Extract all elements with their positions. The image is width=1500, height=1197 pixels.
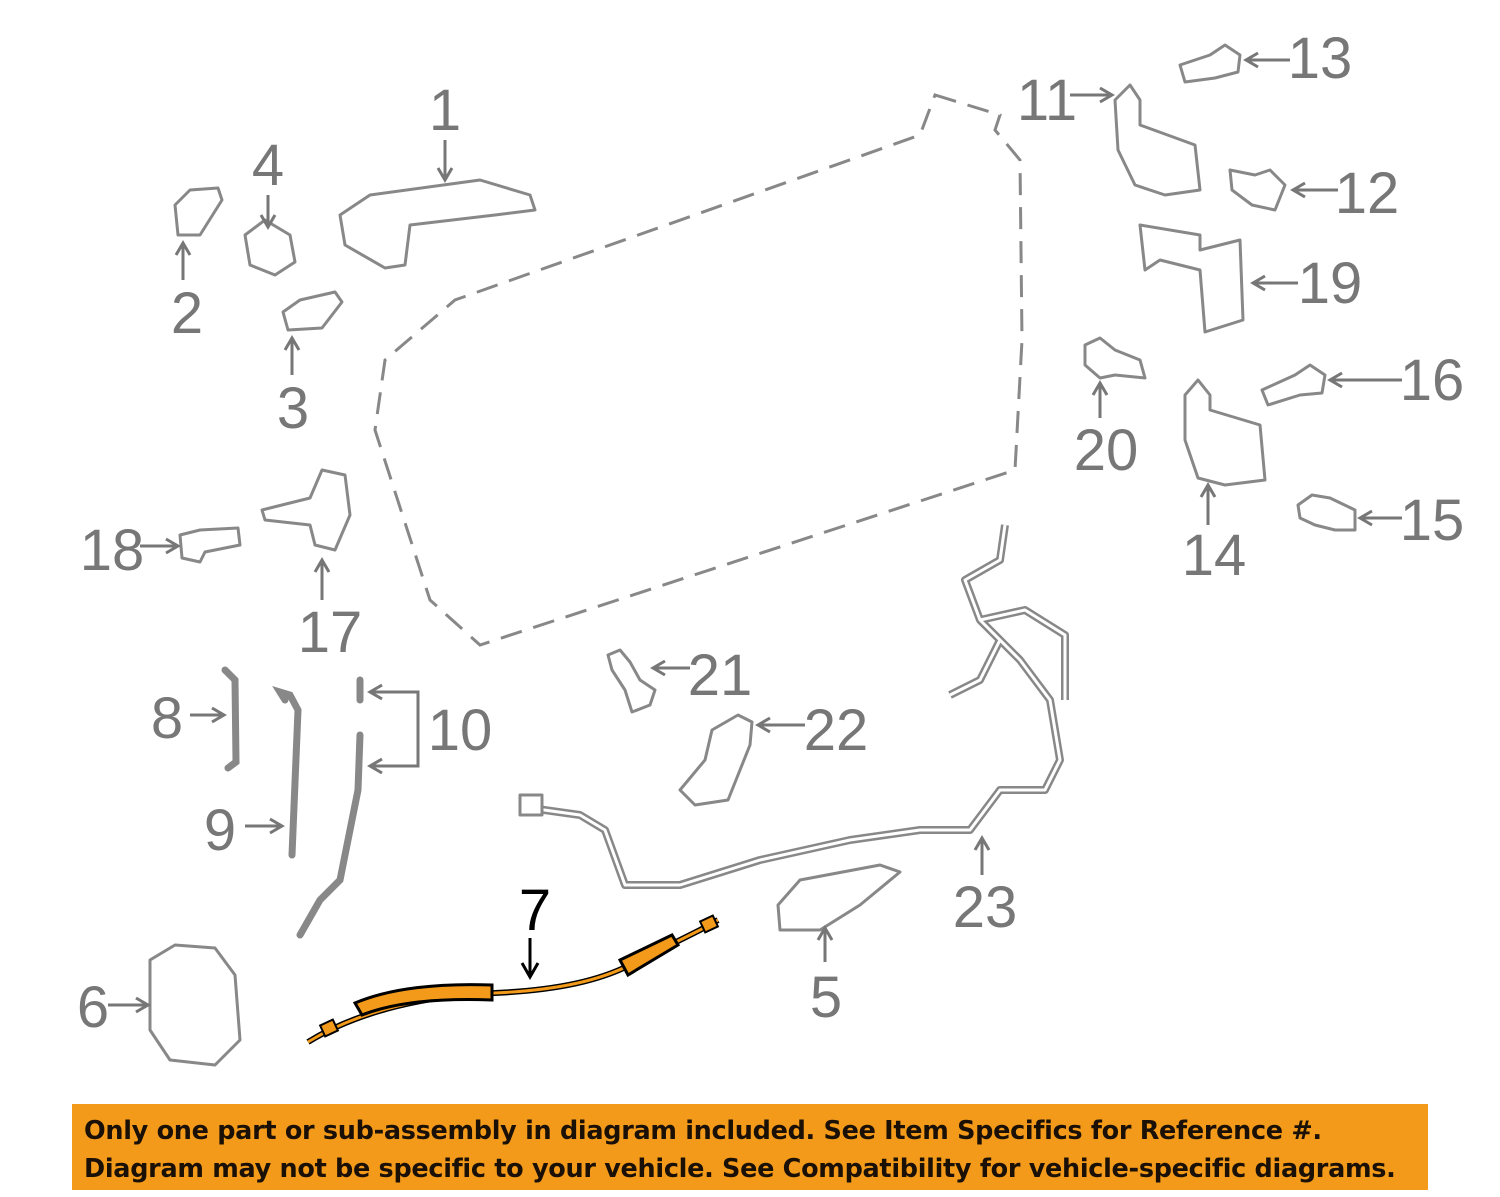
callout-16: 16 <box>1400 348 1465 413</box>
part-18-bolt[interactable] <box>178 526 242 564</box>
part-1-outer-handle[interactable] <box>338 178 537 270</box>
callout-1: 1 <box>429 78 461 143</box>
callout-2: 2 <box>171 281 203 346</box>
part-6-latch[interactable] <box>148 943 242 1067</box>
part-14-hinge[interactable] <box>1183 378 1267 487</box>
callout-11: 11 <box>1017 68 1077 133</box>
callout-23: 23 <box>953 875 1018 940</box>
part-13-bolt[interactable] <box>1178 43 1242 84</box>
part-2-cap[interactable] <box>173 186 224 237</box>
part-3-cover[interactable] <box>281 290 344 332</box>
part-19-check[interactable] <box>1138 223 1245 334</box>
part-22-bracket[interactable] <box>678 713 754 807</box>
callout-9: 9 <box>204 798 236 863</box>
callout-5: 5 <box>810 965 842 1030</box>
callout-12: 12 <box>1335 161 1400 226</box>
part-11-hinge[interactable] <box>1113 83 1202 197</box>
leader-arrows <box>108 51 1402 1014</box>
part-4-cylinder[interactable] <box>243 218 297 277</box>
part-9-rod[interactable] <box>272 685 302 859</box>
part-20-bolt[interactable] <box>1083 336 1147 380</box>
disclaimer-line-2: Diagram may not be specific to your vehi… <box>84 1154 1396 1184</box>
callout-3: 3 <box>277 376 309 441</box>
part-7-arrow <box>520 938 540 981</box>
callout-15: 15 <box>1400 488 1465 553</box>
part-17-striker[interactable] <box>260 468 352 552</box>
callout-19: 19 <box>1298 251 1363 316</box>
part-8-rod[interactable] <box>221 666 240 772</box>
callout-20: 20 <box>1074 418 1139 483</box>
disclaimer-banner: Only one part or sub-assembly in diagram… <box>72 1104 1428 1190</box>
callout-7: 7 <box>519 878 551 943</box>
part-15-bolt[interactable] <box>1296 493 1357 532</box>
callout-13: 13 <box>1288 26 1353 91</box>
part-5-bracket[interactable] <box>776 863 902 932</box>
part-21-clip[interactable] <box>606 648 657 714</box>
part-7-cable[interactable] <box>306 914 720 1045</box>
callout-22: 22 <box>804 698 869 763</box>
door-outline <box>373 93 1024 647</box>
callout-8: 8 <box>151 686 183 751</box>
part-16-bolt[interactable] <box>1260 363 1327 407</box>
callout-21: 21 <box>688 643 753 708</box>
part-10-rod[interactable] <box>296 676 364 939</box>
part-12-bolt[interactable] <box>1228 168 1287 212</box>
disclaimer-line-1: Only one part or sub-assembly in diagram… <box>84 1116 1322 1146</box>
callout-4: 4 <box>252 133 284 198</box>
callout-14: 14 <box>1182 523 1247 588</box>
callout-6: 6 <box>77 975 109 1040</box>
callout-18: 18 <box>80 518 145 583</box>
callout-10: 10 <box>428 698 493 763</box>
callout-17: 17 <box>298 600 363 665</box>
part-23-wire-harness[interactable] <box>529 524 1069 889</box>
